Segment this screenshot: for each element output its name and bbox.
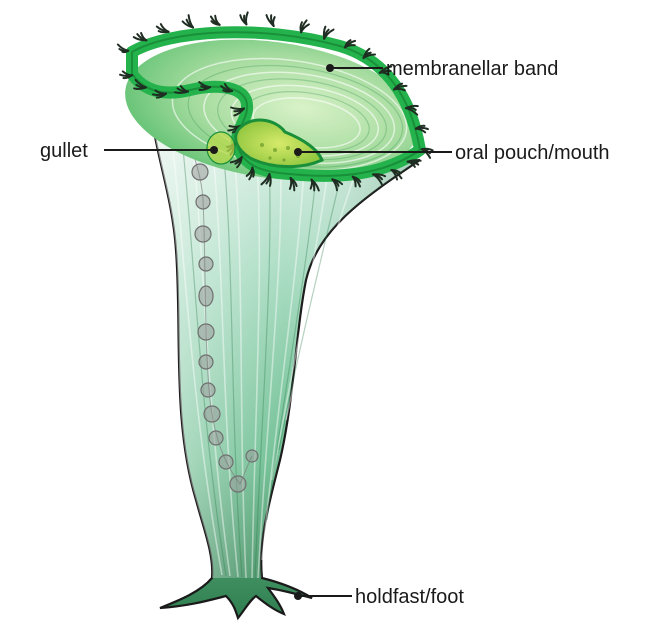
- cilium: [134, 78, 147, 89]
- cilium: [323, 28, 335, 40]
- cilium: [159, 23, 170, 33]
- cilium: [309, 178, 314, 190]
- cilium: [390, 169, 399, 181]
- cilium: [414, 127, 427, 134]
- cilium: [362, 53, 376, 60]
- membranellar-band: [116, 11, 434, 192]
- cilium: [393, 87, 406, 92]
- cilium: [121, 70, 134, 77]
- cilium: [228, 124, 242, 128]
- cilium: [245, 166, 254, 177]
- cilium: [378, 71, 390, 76]
- cilium: [187, 14, 194, 29]
- leader-dot-oral-pouch: [294, 148, 302, 156]
- gullet: [206, 131, 236, 165]
- cilium: [272, 16, 276, 27]
- cilium: [331, 178, 338, 192]
- cilium: [230, 106, 245, 111]
- cilium: [300, 23, 310, 34]
- cilium: [372, 173, 383, 186]
- leader-lines: [104, 64, 452, 600]
- cilium: [140, 32, 148, 42]
- cilium: [344, 44, 356, 49]
- cilium: [116, 43, 130, 52]
- peristome-disc: [125, 39, 419, 181]
- leader-dot-holdfast: [294, 592, 302, 600]
- cilium: [260, 173, 271, 186]
- cilium: [223, 83, 234, 92]
- cilium: [351, 175, 357, 188]
- label-oral-pouch-mouth: oral pouch/mouth: [455, 142, 610, 164]
- cilium: [405, 107, 419, 116]
- label-gullet: gullet: [40, 140, 88, 162]
- label-membranellar-band: membranellar band: [386, 58, 558, 80]
- cilium: [179, 85, 189, 93]
- cilium: [198, 81, 212, 89]
- leader-dot-membranellar-band: [326, 64, 334, 72]
- cilium: [229, 156, 243, 164]
- label-holdfast-foot: holdfast/foot: [355, 586, 464, 608]
- leader-dot-gullet: [210, 146, 218, 154]
- cilium: [288, 177, 293, 190]
- cilium: [214, 14, 221, 26]
- cilium: [406, 160, 416, 168]
- cilium: [154, 89, 167, 95]
- cilium: [245, 11, 249, 26]
